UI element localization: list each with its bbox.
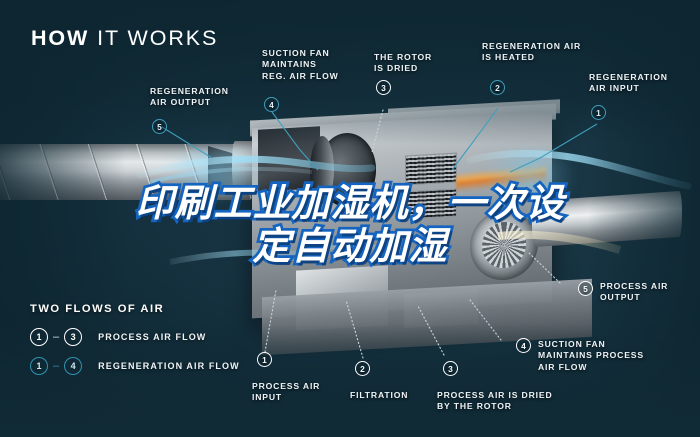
- legend-label-regeneration-air-flow: REGENERATION AIR FLOW: [98, 361, 240, 371]
- overlay-headline: 印刷工业加湿机，一次设 定自动加湿: [0, 179, 700, 271]
- callout-label-filtration: FILTRATION: [350, 390, 409, 400]
- callout-label-suction-fan-process: SUCTION FAN MAINTAINS PROCESS AIR FLOW: [538, 339, 644, 372]
- callout-marker-3-rotor-dried[interactable]: 3: [376, 80, 391, 95]
- callout-label-regeneration-air-output: REGENERATION AIR OUTPUT: [150, 86, 229, 108]
- callout-label-regeneration-air-heated: REGENERATION AIR IS HEATED: [482, 41, 582, 63]
- page-title-bold: HOW: [31, 26, 90, 50]
- legend-marker-from-1-cyan: 1: [30, 357, 48, 375]
- callout-marker-3-process[interactable]: 3: [443, 361, 458, 376]
- callout-label-suction-fan-reg: SUCTION FAN MAINTAINS REG. AIR FLOW: [262, 48, 339, 81]
- callout-label-rotor-is-dried: THE ROTOR IS DRIED: [374, 52, 433, 74]
- legend-dash-cyan: –: [53, 360, 60, 372]
- callout-marker-4-process[interactable]: 4: [516, 338, 531, 353]
- legend-marker-to-4-cyan: 4: [64, 357, 83, 375]
- page-title: HOW IT WORKS: [31, 26, 218, 51]
- legend: TWO FLOWS OF AIR 1 – 3 PROCESS AIR FLOW …: [30, 303, 240, 377]
- legend-marker-from-1: 1: [30, 328, 48, 346]
- overlay-headline-line1: 印刷工业加湿机，一次设: [133, 179, 567, 228]
- legend-row-regeneration-air-flow: 1 – 4 REGENERATION AIR FLOW: [30, 355, 240, 377]
- legend-dash: –: [53, 331, 60, 343]
- callout-marker-1-regeneration[interactable]: 1: [591, 105, 606, 120]
- callout-label-regeneration-air-input: REGENERATION AIR INPUT: [589, 72, 668, 94]
- legend-marker-to-3: 3: [64, 328, 83, 346]
- callout-marker-1-process[interactable]: 1: [257, 352, 272, 367]
- overlay-headline-line2: 定自动加湿: [250, 222, 450, 271]
- callout-label-process-air-input: PROCESS AIR INPUT: [252, 381, 321, 403]
- legend-row-process-air-flow: 1 – 3 PROCESS AIR FLOW: [30, 326, 240, 348]
- callout-marker-4-regeneration[interactable]: 4: [264, 97, 279, 112]
- legend-title: TWO FLOWS OF AIR: [30, 303, 165, 315]
- page-title-light: IT WORKS: [97, 26, 219, 50]
- callout-marker-2-regeneration[interactable]: 2: [490, 80, 505, 95]
- callout-label-process-air-output: PROCESS AIR OUTPUT: [600, 281, 669, 303]
- callout-marker-5-process[interactable]: 5: [578, 281, 593, 296]
- legend-label-process-air-flow: PROCESS AIR FLOW: [98, 332, 207, 342]
- callout-marker-2-filtration[interactable]: 2: [355, 361, 370, 376]
- callout-label-process-air-dried: PROCESS AIR IS DRIED BY THE ROTOR: [437, 390, 553, 412]
- callout-marker-5-regeneration[interactable]: 5: [152, 119, 167, 134]
